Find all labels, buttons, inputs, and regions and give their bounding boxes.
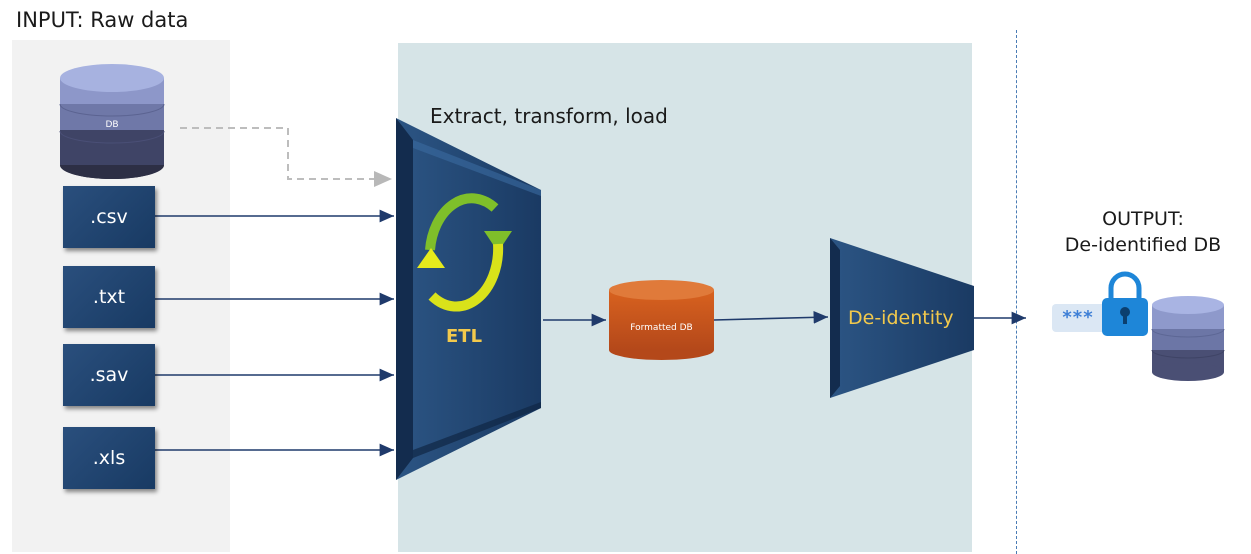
deidentity-label: De-identity [848,307,954,329]
password-field-icon [1052,304,1112,332]
output-db-icon [1151,296,1225,381]
output-divider [1016,30,1017,554]
output-title-line2: De-identified DB [1064,234,1222,256]
output-title-line1: OUTPUT: [1102,208,1184,230]
password-mask-text: *** [1062,307,1094,328]
file-xls: .xls [63,427,155,489]
etl-caption: Extract, transform, load [430,104,668,128]
etl-label: ETL [446,326,483,347]
refresh-cycle-icon [417,193,512,312]
input-db-icon [59,64,165,179]
output-title: OUTPUT: De-identified DB [1035,206,1251,258]
deidentity-funnel [830,238,974,398]
file-sav: .sav [63,344,155,406]
file-txt: .txt [63,266,155,328]
formatted-db-label: Formatted DB [630,323,693,333]
formatted-to-deidentity-arrow [713,310,829,324]
input-title: INPUT: Raw data [16,8,189,32]
file-csv: .csv [63,186,155,248]
formatted-db-icon [609,280,714,360]
input-db-label: DB [105,120,119,130]
lock-icon [1102,271,1148,336]
db-dashed-connector [180,127,392,187]
